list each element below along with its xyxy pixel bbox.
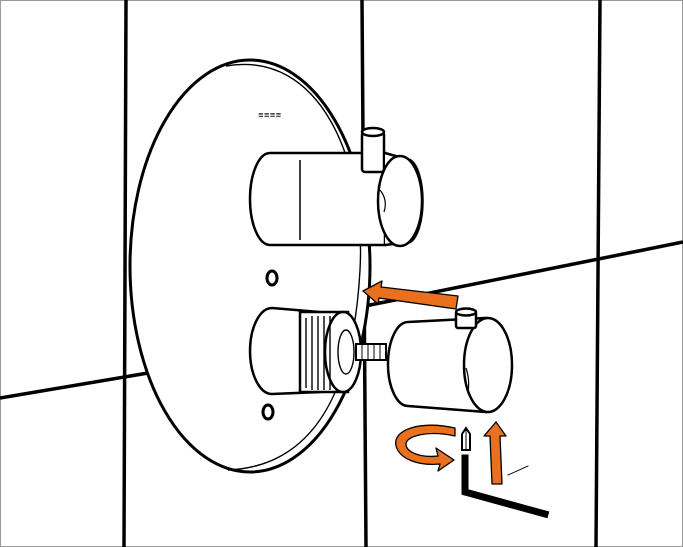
arrow-up-icon <box>483 421 507 485</box>
thermostat-cap <box>386 307 514 414</box>
upper-handle <box>248 126 424 248</box>
escutcheon-plate: ≡≡≡≡ <box>128 58 372 474</box>
arrow-left-icon <box>362 280 459 310</box>
rotate-icon <box>395 424 456 472</box>
screw-hole-upper <box>265 269 279 287</box>
valve-body <box>248 306 387 396</box>
allen-key <box>461 454 550 519</box>
brand-logo: ≡≡≡≡ <box>258 111 282 119</box>
hex-screw <box>461 426 471 451</box>
screw-hole-lower <box>261 403 275 421</box>
